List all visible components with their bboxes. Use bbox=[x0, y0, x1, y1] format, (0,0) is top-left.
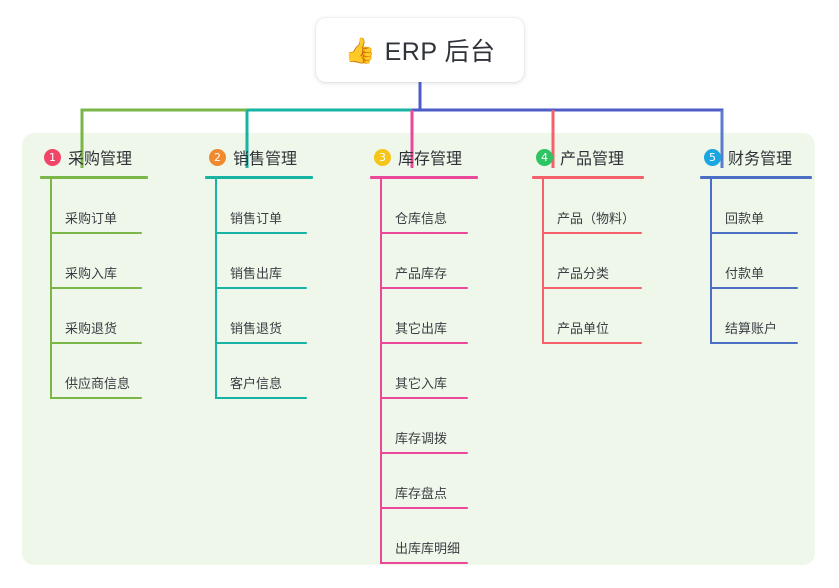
branch-number-badge: 5 bbox=[704, 148, 721, 166]
branch-item[interactable]: 采购订单 bbox=[40, 179, 148, 234]
branch-item-underline bbox=[710, 287, 798, 289]
branch-item[interactable]: 销售出库 bbox=[205, 234, 313, 289]
branch-number-badge: 1 bbox=[44, 148, 61, 166]
branch-header-underline bbox=[370, 176, 478, 179]
branch-item-underline bbox=[215, 342, 307, 344]
root-node[interactable]: 👍 ERP 后台 bbox=[316, 18, 524, 82]
branch-item[interactable]: 结算账户 bbox=[700, 289, 812, 344]
branch-item[interactable]: 客户信息 bbox=[205, 344, 313, 399]
branch-item-label: 客户信息 bbox=[230, 376, 283, 391]
branch-item-underline bbox=[542, 287, 642, 289]
branch-item-label: 库存调拨 bbox=[395, 431, 448, 446]
branch-item[interactable]: 其它出库 bbox=[370, 289, 478, 344]
branch-item-label: 销售订单 bbox=[230, 211, 283, 226]
branch-item-label: 其它入库 bbox=[395, 376, 448, 391]
branch-number-badge: 2 bbox=[209, 148, 226, 166]
branch-item-underline bbox=[215, 397, 307, 399]
branch-header-3[interactable]: 3 库存管理 bbox=[370, 145, 478, 169]
branch-column-5: 5 财务管理回款单付款单结算账户 bbox=[700, 145, 812, 344]
branch-item[interactable]: 产品分类 bbox=[532, 234, 644, 289]
branch-item-underline bbox=[380, 287, 468, 289]
thumbs-up-icon: 👍 bbox=[344, 36, 376, 65]
branch-item-label: 销售出库 bbox=[230, 266, 283, 281]
branch-item[interactable]: 供应商信息 bbox=[40, 344, 148, 399]
branch-item-underline bbox=[380, 397, 468, 399]
branch-number-badge: 4 bbox=[536, 148, 553, 166]
branch-header-underline bbox=[205, 176, 313, 179]
branch-item[interactable]: 回款单 bbox=[700, 179, 812, 234]
branch-header-1[interactable]: 1 采购管理 bbox=[40, 145, 148, 169]
branch-title: 销售管理 bbox=[233, 151, 298, 168]
branch-item-underline bbox=[50, 287, 142, 289]
branch-column-1: 1 采购管理采购订单采购入库采购退货供应商信息 bbox=[40, 145, 148, 399]
branch-title: 采购管理 bbox=[68, 151, 133, 168]
branch-item-label: 产品库存 bbox=[395, 266, 448, 281]
branch-item-label: 产品分类 bbox=[557, 266, 610, 281]
branch-item-label: 付款单 bbox=[725, 266, 765, 281]
branch-item[interactable]: 付款单 bbox=[700, 234, 812, 289]
branch-header-underline bbox=[700, 176, 812, 179]
branch-item[interactable]: 销售订单 bbox=[205, 179, 313, 234]
branch-item[interactable]: 采购退货 bbox=[40, 289, 148, 344]
branch-item-label: 仓库信息 bbox=[395, 211, 448, 226]
branch-header-4[interactable]: 4 产品管理 bbox=[532, 145, 644, 169]
branch-column-2: 2 销售管理销售订单销售出库销售退货客户信息 bbox=[205, 145, 313, 399]
branch-item-underline bbox=[215, 232, 307, 234]
branch-item-underline bbox=[710, 232, 798, 234]
branch-item-underline bbox=[710, 342, 798, 344]
branch-item[interactable]: 库存调拨 bbox=[370, 399, 478, 454]
branch-item-underline bbox=[50, 232, 142, 234]
branch-item[interactable]: 仓库信息 bbox=[370, 179, 478, 234]
branch-item-label: 采购订单 bbox=[65, 211, 118, 226]
branch-item-label: 库存盘点 bbox=[395, 486, 448, 501]
branch-item-list: 仓库信息产品库存其它出库其它入库库存调拨库存盘点出库库明细 bbox=[370, 179, 478, 564]
branch-item-label: 供应商信息 bbox=[65, 376, 131, 391]
branch-item-label: 产品（物料） bbox=[557, 211, 636, 226]
branch-column-3: 3 库存管理仓库信息产品库存其它出库其它入库库存调拨库存盘点出库库明细 bbox=[370, 145, 478, 564]
branch-item-label: 采购入库 bbox=[65, 266, 118, 281]
branch-header-underline bbox=[40, 176, 148, 179]
branch-item-underline bbox=[50, 342, 142, 344]
branch-title: 财务管理 bbox=[728, 151, 793, 168]
branch-item-underline bbox=[542, 342, 642, 344]
branch-column-4: 4 产品管理产品（物料） 产品分类产品单位 bbox=[532, 145, 644, 344]
branch-item[interactable]: 产品单位 bbox=[532, 289, 644, 344]
branch-item-label: 结算账户 bbox=[725, 321, 778, 336]
branch-item-label: 产品单位 bbox=[557, 321, 610, 336]
branch-item-underline bbox=[215, 287, 307, 289]
branch-item-underline bbox=[380, 232, 468, 234]
branch-item-label: 其它出库 bbox=[395, 321, 448, 336]
branch-item[interactable]: 出库库明细 bbox=[370, 509, 478, 564]
branch-item-list: 采购订单采购入库采购退货供应商信息 bbox=[40, 179, 148, 399]
branch-item-label: 回款单 bbox=[725, 211, 765, 226]
branch-item[interactable]: 库存盘点 bbox=[370, 454, 478, 509]
branch-item-underline bbox=[542, 232, 642, 234]
branch-item[interactable]: 销售退货 bbox=[205, 289, 313, 344]
branch-item-label: 采购退货 bbox=[65, 321, 118, 336]
branches-panel bbox=[22, 133, 815, 565]
branch-header-2[interactable]: 2 销售管理 bbox=[205, 145, 313, 169]
branch-item-underline bbox=[380, 342, 468, 344]
branch-item-label: 出库库明细 bbox=[395, 541, 461, 556]
branch-item-list: 销售订单销售出库销售退货客户信息 bbox=[205, 179, 313, 399]
branch-item-underline bbox=[380, 507, 468, 509]
branch-title: 产品管理 bbox=[560, 151, 625, 168]
branch-item-list: 回款单付款单结算账户 bbox=[700, 179, 812, 344]
branch-item-list: 产品（物料） 产品分类产品单位 bbox=[532, 179, 644, 344]
branch-item-underline bbox=[380, 452, 468, 454]
root-title: ERP 后台 bbox=[384, 38, 496, 66]
branch-item[interactable]: 采购入库 bbox=[40, 234, 148, 289]
branch-item-label: 销售退货 bbox=[230, 321, 283, 336]
branch-item[interactable]: 产品（物料） bbox=[532, 179, 644, 234]
branch-item[interactable]: 其它入库 bbox=[370, 344, 478, 399]
branch-number-badge: 3 bbox=[374, 148, 391, 166]
branch-item[interactable]: 产品库存 bbox=[370, 234, 478, 289]
branch-title: 库存管理 bbox=[398, 151, 463, 168]
branch-header-5[interactable]: 5 财务管理 bbox=[700, 145, 812, 169]
branch-header-underline bbox=[532, 176, 644, 179]
branch-item-underline bbox=[380, 562, 468, 564]
branch-item-underline bbox=[50, 397, 142, 399]
